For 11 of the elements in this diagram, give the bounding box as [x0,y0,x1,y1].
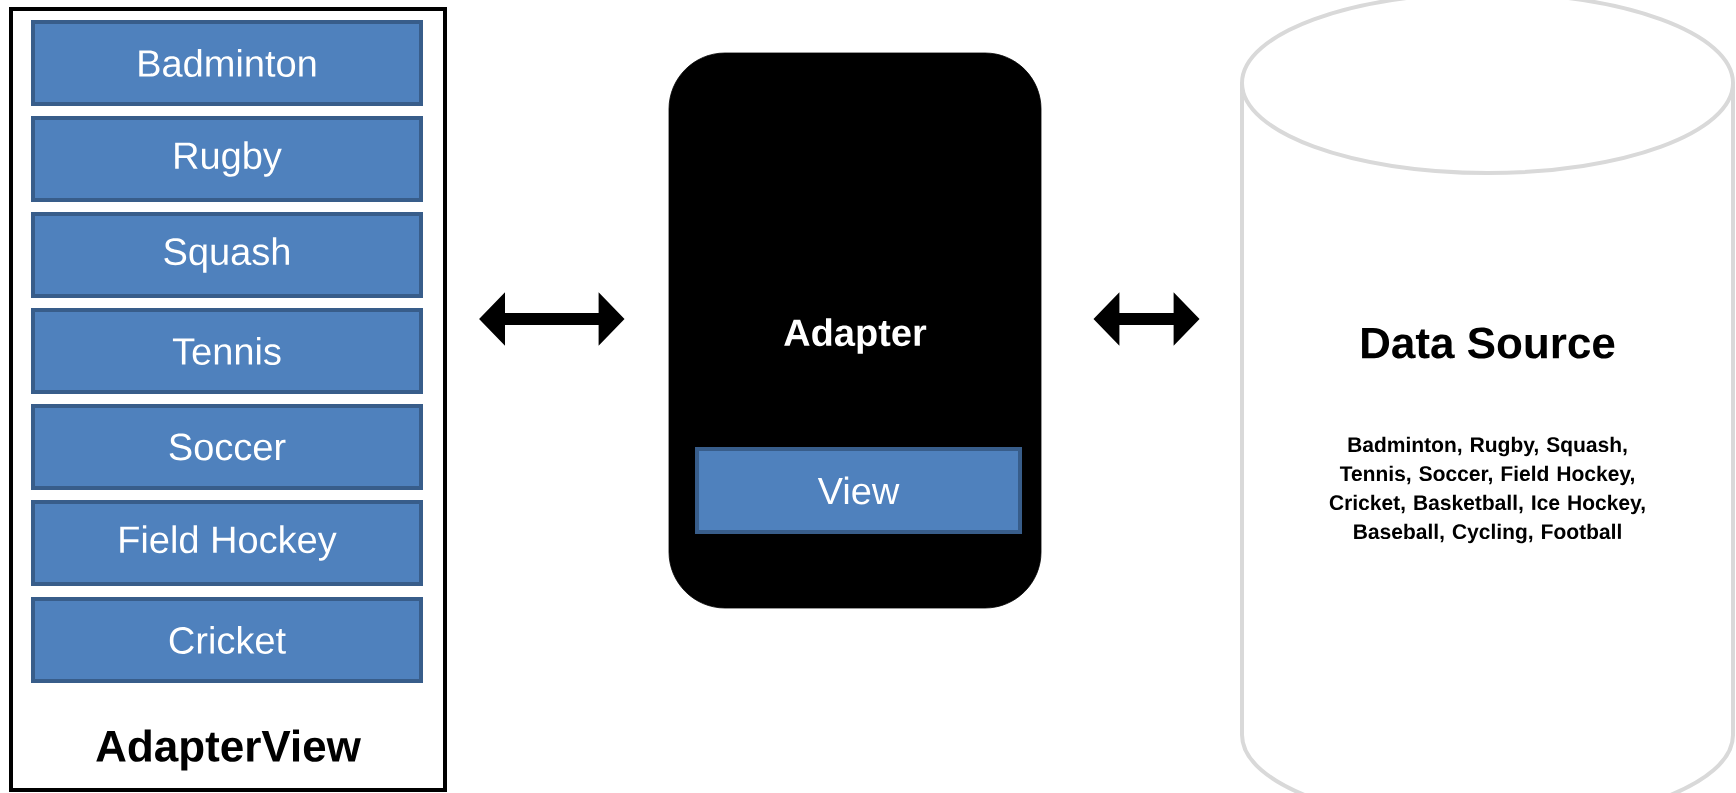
list-item: Soccer [31,404,423,490]
data-source-cylinder: Data Source Badminton, Rugby, Squash, Tennis, Soccer, Field Hockey, Cricket, Basketball, Ice Hockey, Baseball, Cycling, Football [1240,0,1735,793]
view-box: View [695,447,1022,534]
node-label: Data Source [1362,327,1615,359]
list-item: Badminton [31,20,423,106]
node-label: Badminton, Rugby, Squash, Tennis, Soccer, Field Hockey, Cricket, Basketball, Ice Hockey, Baseball, Cycling, Football [1329,436,1645,544]
list-item: Cricket [31,597,423,683]
list-item: Tennis [31,308,423,394]
list-item: Field Hockey [31,500,423,586]
list-item: Squash [31,212,423,298]
list-item: Rugby [31,116,423,202]
